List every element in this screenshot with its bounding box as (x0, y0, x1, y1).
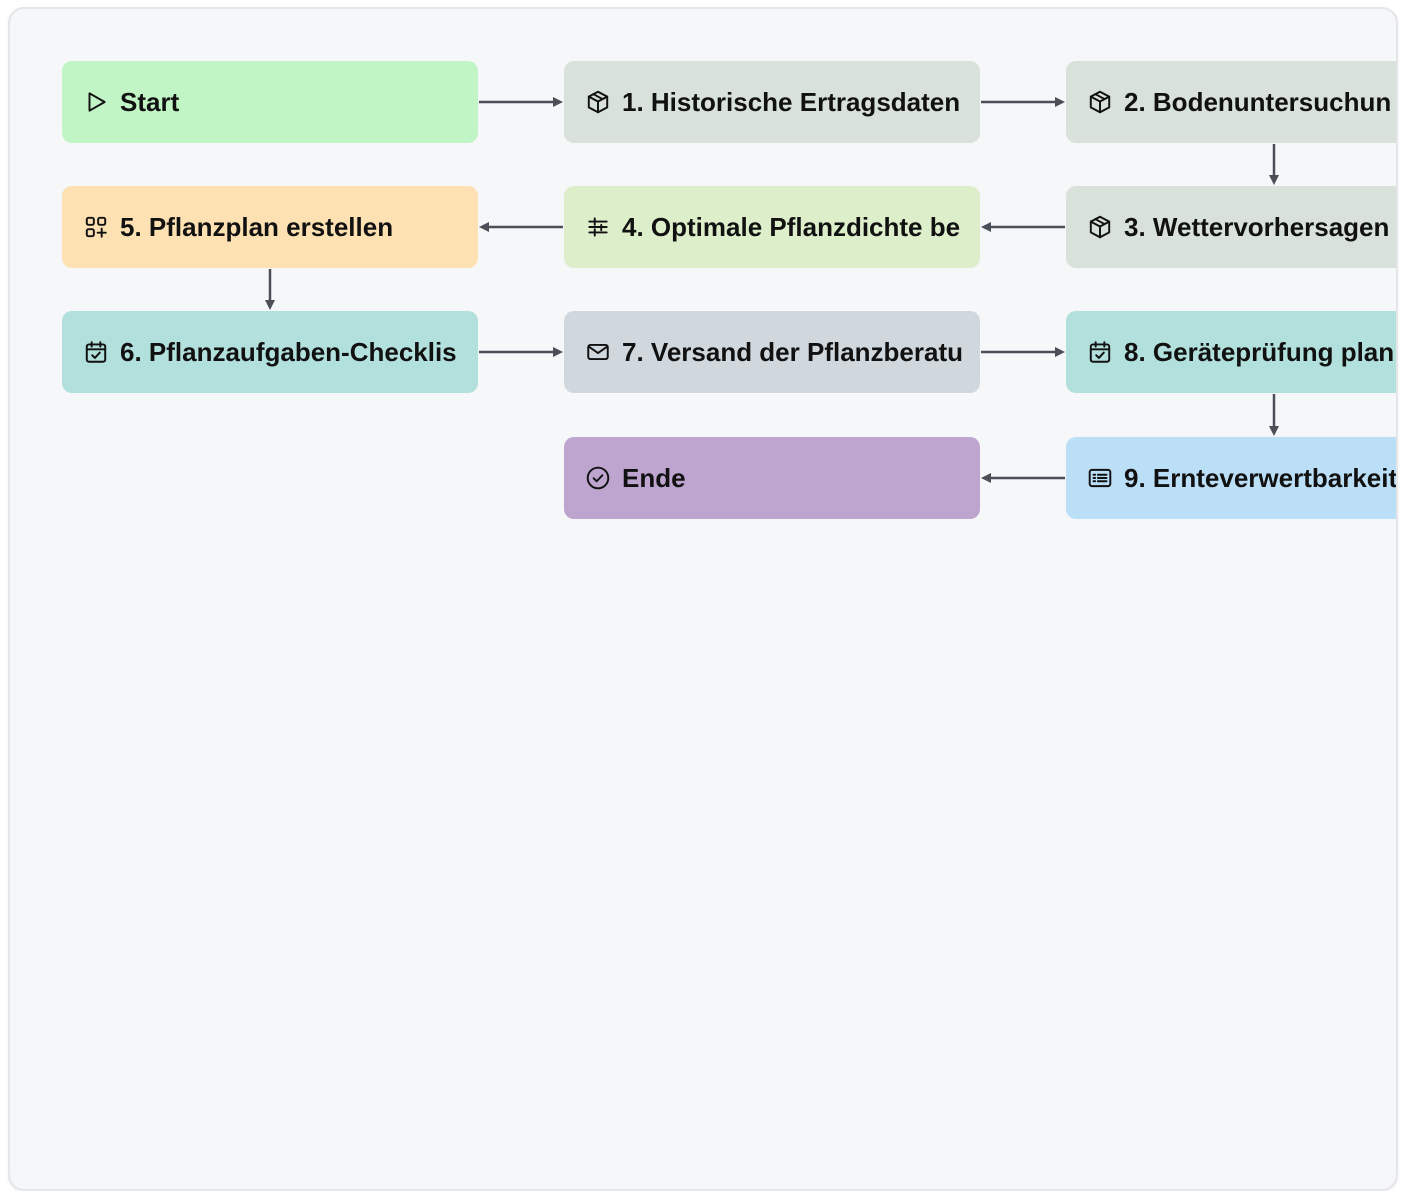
edge-start-to-n1 (479, 97, 563, 107)
edge-n4-to-n5 (479, 222, 563, 232)
edge-n8-to-n9 (1269, 394, 1279, 436)
box-icon (1086, 213, 1114, 241)
calendar-check-icon (1086, 338, 1114, 366)
id-card-icon (1086, 464, 1114, 492)
node-start[interactable]: Start (62, 61, 478, 143)
edge-n7-to-n8 (981, 347, 1065, 357)
node-label: 9. Ernteverwertbarkeit (1124, 462, 1398, 493)
edge-n9-to-end (981, 473, 1065, 483)
node-n3[interactable]: 3. Wettervorhersagen (1066, 186, 1396, 268)
node-label: Ende (622, 462, 686, 493)
grid-plus-icon (82, 213, 110, 241)
node-n8[interactable]: 8. Geräteprüfung plan (1066, 311, 1396, 393)
calendar-check-icon (82, 338, 110, 366)
node-label: 8. Geräteprüfung plan (1124, 336, 1395, 367)
edge-n1-to-n2 (981, 97, 1065, 107)
edge-n3-to-n4 (981, 222, 1065, 232)
node-label: 1. Historische Ertragsdaten (622, 86, 961, 117)
node-end[interactable]: Ende (564, 437, 980, 519)
node-n6[interactable]: 6. Pflanzaufgaben-Checklis (62, 311, 478, 393)
node-label: 3. Wettervorhersagen (1124, 211, 1390, 242)
node-n9[interactable]: 9. Ernteverwertbarkeit (1066, 437, 1398, 519)
box-icon (1086, 88, 1114, 116)
mail-icon (584, 338, 612, 366)
node-label: 7. Versand der Pflanzberatu (622, 336, 964, 367)
node-n5[interactable]: 5. Pflanzplan erstellen (62, 186, 478, 268)
node-n4[interactable]: 4. Optimale Pflanzdichte be (564, 186, 980, 268)
edge-n2-to-n3 (1269, 144, 1279, 185)
edge-n5-to-n6 (265, 269, 275, 310)
check-circle-icon (584, 464, 612, 492)
sliders-icon (584, 213, 612, 241)
diagram-canvas: Start 1. Historische Ertragsdaten 2. Boden… (8, 7, 1398, 1191)
node-label: 2. Bodenuntersuchun (1124, 86, 1392, 117)
node-n2[interactable]: 2. Bodenuntersuchun (1066, 61, 1396, 143)
box-icon (584, 88, 612, 116)
node-n7[interactable]: 7. Versand der Pflanzberatu (564, 311, 980, 393)
node-label: 5. Pflanzplan erstellen (120, 211, 394, 242)
edge-n6-to-n7 (479, 347, 563, 357)
node-label: 6. Pflanzaufgaben-Checklis (120, 336, 457, 367)
node-n1[interactable]: 1. Historische Ertragsdaten (564, 61, 980, 143)
node-label: 4. Optimale Pflanzdichte be (622, 211, 961, 242)
play-icon (82, 88, 110, 116)
node-label: Start (120, 86, 180, 117)
